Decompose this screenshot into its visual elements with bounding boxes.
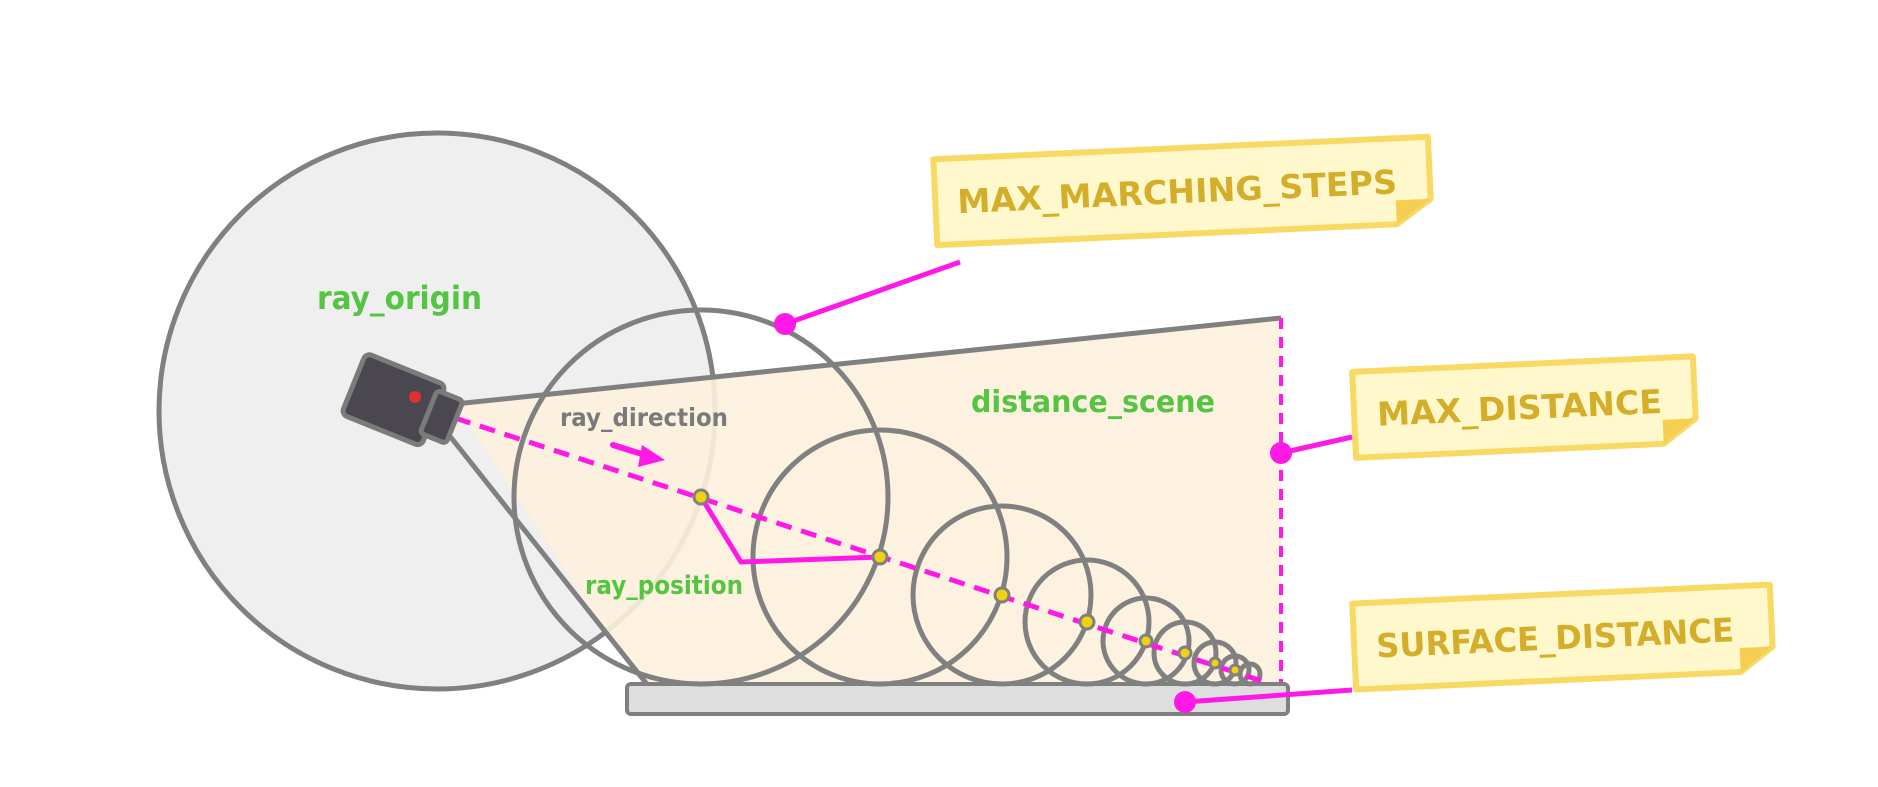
ray-position-leader	[698, 495, 881, 565]
step-point	[1228, 663, 1242, 677]
frustum-region	[455, 318, 1281, 690]
distance-circle	[1022, 557, 1152, 687]
distance-circle	[1151, 619, 1219, 687]
distance-circles	[511, 307, 1263, 687]
frustum-bottom-edge	[443, 428, 652, 690]
distance-circle	[910, 503, 1094, 687]
step-point	[993, 586, 1011, 604]
floor-surface	[625, 682, 1290, 716]
connector-dot	[1270, 442, 1292, 464]
step-point	[1208, 656, 1222, 670]
distance-circle	[750, 427, 1010, 687]
connector-dot	[774, 313, 796, 335]
camera-icon	[340, 352, 465, 448]
connector-max-marching-steps	[784, 259, 961, 327]
distance-circle	[1191, 639, 1239, 687]
label-ray-direction: ray_direction	[560, 403, 728, 432]
step-point	[1078, 613, 1096, 631]
step-point	[1138, 633, 1154, 649]
connector-max-distance	[1280, 434, 1353, 456]
label-distance-scene: distance_scene	[971, 385, 1215, 420]
frustum-top-edge	[454, 315, 1282, 407]
label-ray-position: ray_position	[585, 571, 743, 601]
connector-surface-distance	[1184, 687, 1353, 705]
connector-dot	[1174, 691, 1196, 713]
arrow-right-icon	[610, 442, 665, 467]
step-points	[692, 488, 1242, 677]
note-max-marching-steps: MAX_MARCHING_STEPS	[930, 133, 1434, 249]
step-point	[1177, 645, 1193, 661]
step-point	[871, 548, 889, 566]
ray-path	[454, 415, 1269, 686]
note-max-distance: MAX_DISTANCE	[1349, 353, 1699, 461]
label-ray-origin: ray_origin	[317, 279, 482, 317]
lens-dot	[409, 391, 421, 403]
step-point	[692, 488, 710, 506]
distance-circle	[1100, 595, 1192, 687]
distance-circle	[511, 307, 891, 687]
note-surface-distance: SURFACE_DISTANCE	[1349, 581, 1776, 693]
